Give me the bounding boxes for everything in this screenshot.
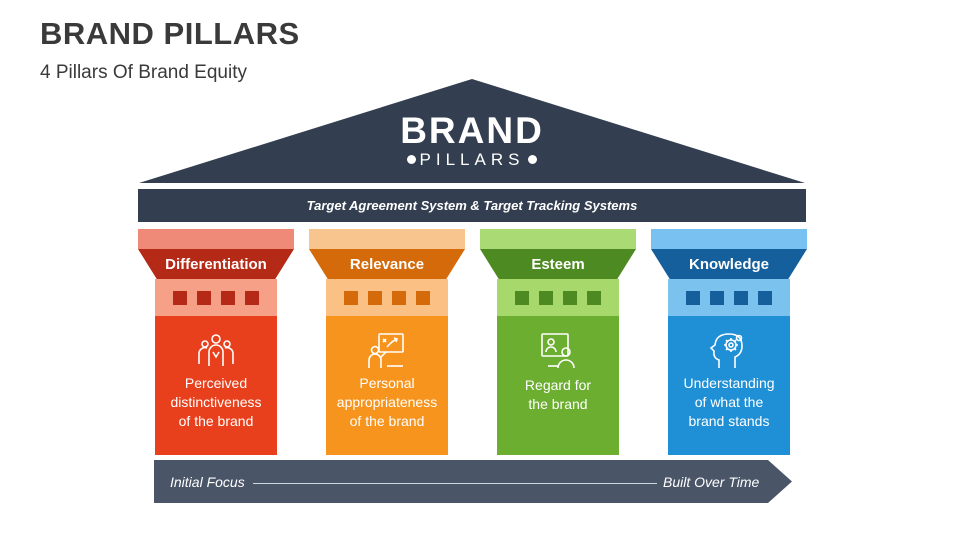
desc-line: Perceived (184, 375, 248, 391)
strategy-board-icon (368, 333, 404, 368)
page-title: BRAND PILLARS (40, 16, 300, 51)
square-icon (221, 290, 235, 305)
square-icon (587, 290, 601, 305)
square-icon (416, 290, 430, 305)
desc-line: Personal (359, 375, 415, 391)
timeline-arrow (154, 460, 792, 503)
pillar-neck (497, 279, 619, 316)
pillar-label: Esteem (531, 255, 585, 273)
roof-pillars-text: PILLARS (0, 150, 944, 170)
people-group-icon (198, 334, 234, 366)
pillar-head: Differentiation (138, 249, 294, 279)
square-icon (563, 290, 577, 305)
pillar-label: Relevance (349, 255, 425, 273)
roof-brand-text: BRAND (400, 110, 544, 151)
pillar-description: Regard for the brand (501, 376, 615, 414)
pillar-knowledge: Knowledge Understanding of what the bran… (651, 229, 807, 455)
pillar-esteem: Esteem Regard for the brand (480, 229, 636, 455)
pillar-cap (138, 229, 294, 249)
desc-line: distinctiveness (170, 394, 262, 410)
square-icon (344, 290, 358, 305)
pillar-description: Understanding of what the brand stands (672, 374, 786, 431)
pillar-description: Perceived distinctiveness of the brand (159, 374, 273, 431)
roof-pillars-label: PILLARS (419, 150, 525, 169)
pillar-label: Knowledge (688, 255, 769, 273)
square-icon (368, 290, 382, 305)
square-icon (539, 290, 553, 305)
beam-text: Target Agreement System & Target Trackin… (306, 198, 638, 213)
timeline-end-label: Built Over Time (663, 474, 760, 490)
desc-line: appropriateness (336, 394, 438, 410)
pillar-relevance: Relevance Personal appropriateness of th… (309, 229, 465, 455)
square-icon (515, 290, 529, 305)
pillar-differentiation: Differentiation Perceived distinctivenes… (138, 229, 294, 455)
pillar-cap (651, 229, 807, 249)
pillar-cap (480, 229, 636, 249)
timeline-start-label: Initial Focus (170, 474, 245, 490)
pillar-cap (309, 229, 465, 249)
beam: Target Agreement System & Target Trackin… (138, 189, 806, 222)
pillar-head: Esteem (480, 249, 636, 279)
pillar-body: Understanding of what the brand stands (668, 316, 790, 455)
desc-line: Understanding (683, 375, 775, 391)
pillar-neck (326, 279, 448, 316)
square-icon (197, 290, 211, 305)
pillar-body: Perceived distinctiveness of the brand (155, 316, 277, 455)
pillar-neck (668, 279, 790, 316)
head-gears-icon (709, 333, 743, 368)
pillar-body: Regard for the brand (497, 316, 619, 455)
desc-line: of what the (694, 394, 764, 410)
pillar-head: Knowledge (651, 249, 807, 279)
page-subtitle: 4 Pillars Of Brand Equity (40, 62, 247, 83)
pillar-head: Relevance (309, 249, 465, 279)
square-icon (245, 290, 259, 305)
square-icon (734, 290, 748, 305)
square-icon (686, 290, 700, 305)
dot-icon (406, 154, 416, 164)
pillar-description: Personal appropriateness of the brand (330, 374, 444, 431)
square-icon (173, 290, 187, 305)
square-icon (392, 290, 406, 305)
desc-line: of the brand (349, 413, 425, 429)
desc-line: Regard for (524, 377, 592, 393)
square-icon (758, 290, 772, 305)
presentation-icon (541, 333, 575, 369)
dot-icon (528, 154, 538, 164)
pillar-body: Personal appropriateness of the brand (326, 316, 448, 455)
desc-line: of the brand (178, 413, 254, 429)
roof (139, 79, 805, 183)
square-icon (710, 290, 724, 305)
desc-line: the brand (528, 396, 588, 412)
desc-line: brand stands (688, 413, 770, 429)
pillar-neck (155, 279, 277, 316)
pillar-label: Differentiation (165, 255, 267, 273)
timeline-line (253, 483, 657, 484)
